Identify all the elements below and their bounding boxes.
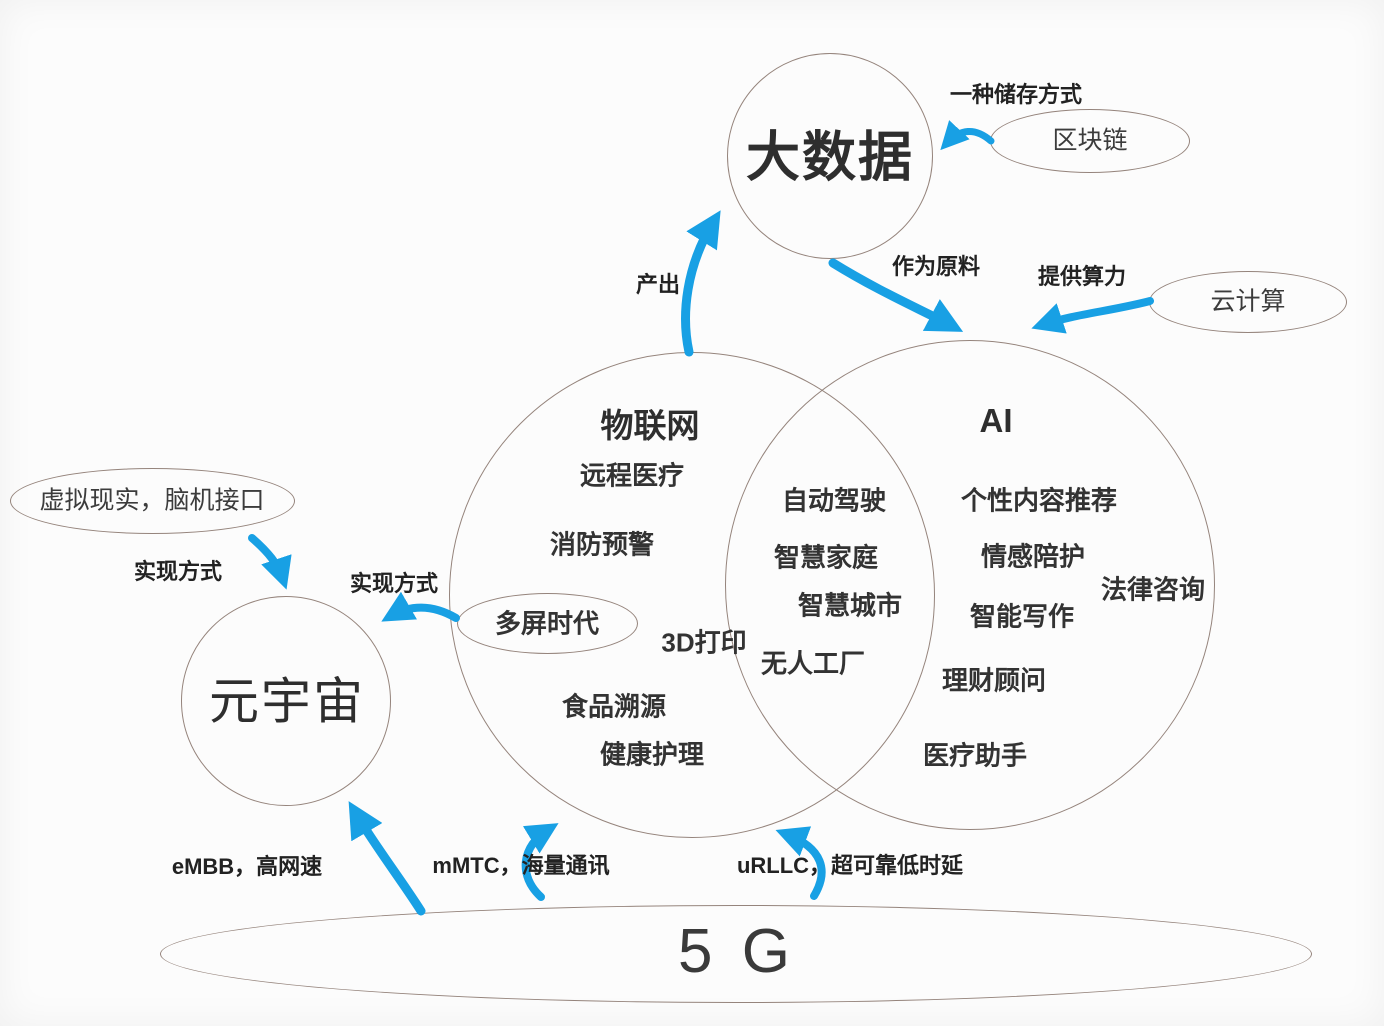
arrow-iot-to-bigdata — [681, 210, 721, 357]
ai-item-smart-writing: 智能写作 — [969, 601, 1075, 632]
ai-item-medical-assistant: 医疗助手 — [922, 740, 1028, 771]
iot-item-fire-warning: 消防预警 — [549, 529, 655, 560]
ai-item-legal-consult: 法律咨询 — [1100, 574, 1206, 605]
arrow-multiscreen-to-metaverse — [381, 591, 460, 622]
ai-title: AI — [979, 401, 1013, 439]
ai-circle — [725, 340, 1215, 830]
metaverse-label: 元宇宙 — [209, 673, 365, 730]
ai-item-finance-advisor: 理财顾问 — [941, 665, 1047, 696]
edge-produce-label: 产出 — [635, 271, 681, 297]
iot-title: 物联网 — [600, 406, 700, 444]
edge-realize-method-right-label: 实现方式 — [349, 570, 439, 596]
multiscreen-label: 多屏时代 — [494, 608, 600, 639]
bigdata-circle — [727, 53, 933, 259]
fiveg-label: 5 G — [678, 916, 796, 986]
edge-raw-material-label: 作为原料 — [891, 253, 981, 279]
arrow-5g-to-iot — [521, 823, 559, 901]
edge-mmtc-label: mMTC，海量通讯 — [432, 852, 610, 878]
arrow-vr-to-metaverse — [248, 534, 292, 590]
iot-item-health-care: 健康护理 — [599, 739, 705, 770]
overlap-item-smart-city: 智慧城市 — [797, 590, 903, 621]
cloud-label: 云计算 — [1210, 287, 1286, 316]
edge-realize-method-left-label: 实现方式 — [133, 558, 223, 584]
multiscreen-ellipse — [457, 593, 638, 654]
fiveg-ellipse — [160, 905, 1312, 1003]
vr-bci-ellipse — [10, 468, 295, 534]
overlap-item-unmanned-factory: 无人工厂 — [760, 648, 866, 679]
overlap-item-auto-driving: 自动驾驶 — [781, 485, 887, 516]
iot-item-remote-medical: 远程医疗 — [579, 460, 685, 491]
arrow-5g-to-metaverse — [348, 801, 426, 916]
arrow-bigdata-to-ai — [828, 258, 964, 332]
overlap-item-smart-home: 智慧家庭 — [773, 542, 879, 573]
ai-item-emotional-care: 情感陪护 — [980, 541, 1086, 572]
edge-embb-label: eMBB，高网速 — [171, 853, 323, 879]
blockchain-label: 区块链 — [1052, 126, 1128, 155]
metaverse-circle — [181, 596, 391, 806]
bigdata-label: 大数据 — [746, 127, 914, 188]
arrow-cloud-to-ai — [1031, 297, 1154, 334]
edge-urllc-label: uRLLC，超可靠低时延 — [736, 852, 964, 878]
arrow-5g-to-overlap — [775, 826, 826, 900]
vr-bci-label: 虚拟现实，脑机接口 — [39, 486, 265, 515]
edge-compute-power-label: 提供算力 — [1037, 263, 1127, 289]
iot-item-3d-print: 3D打印 — [661, 627, 747, 658]
iot-item-food-trace: 食品溯源 — [561, 691, 667, 722]
edge-storage-method-label: 一种储存方式 — [949, 81, 1083, 107]
ai-item-personal-recommend: 个性内容推荐 — [960, 485, 1118, 516]
arrow-blockchain-to-bigdata — [940, 120, 995, 151]
